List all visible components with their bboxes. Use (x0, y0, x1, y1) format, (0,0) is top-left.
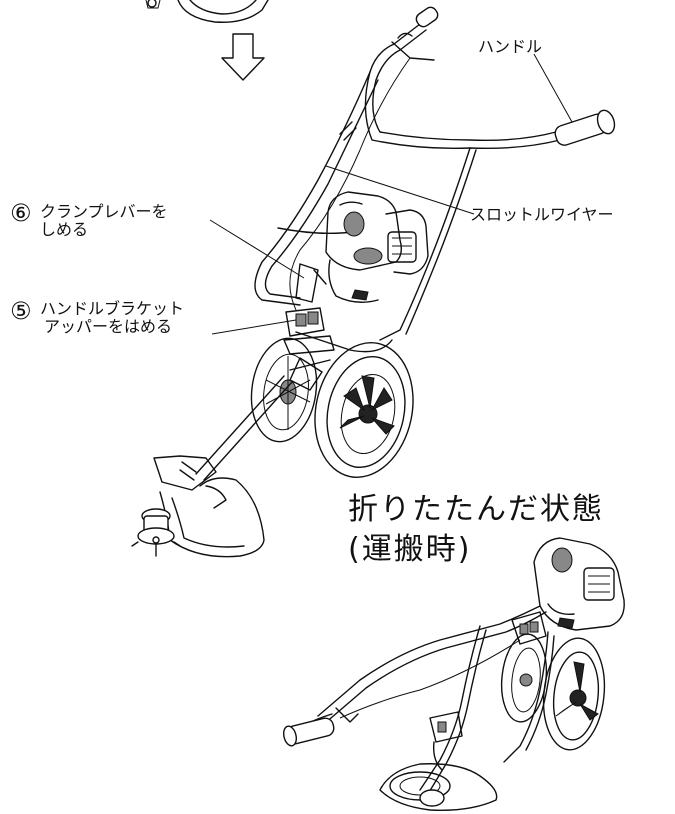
step-5-label-line1: ハンドルブラケット (40, 299, 185, 318)
throttle-wire-leader-line (325, 165, 475, 215)
brush-cutter-upright (131, 6, 616, 558)
throttle-wire-label: スロットルワイヤー (470, 205, 614, 224)
handle-label: ハンドル (478, 37, 543, 56)
step-6-number: ⑥ (10, 199, 32, 227)
step-6-label-line2: しめる (40, 220, 89, 239)
step-6-label-line1: クランプレバーを (40, 202, 168, 221)
previous-step-fragment (145, 0, 269, 23)
handle-leader-line (533, 53, 573, 123)
handle-bracket-leader-line (211, 319, 297, 335)
step-5-number: ⑤ (10, 297, 32, 325)
clamp-lever-leader-line (209, 219, 305, 279)
folded-state-subtitle: (運搬時) (348, 532, 472, 567)
leader-lines (209, 53, 573, 335)
brush-cutter-folded (282, 537, 625, 811)
folded-state-title: 折りたたんだ状態 (348, 492, 604, 527)
down-arrow-icon (221, 33, 265, 81)
step-5-label-line2: アッパーをはめる (44, 317, 173, 336)
